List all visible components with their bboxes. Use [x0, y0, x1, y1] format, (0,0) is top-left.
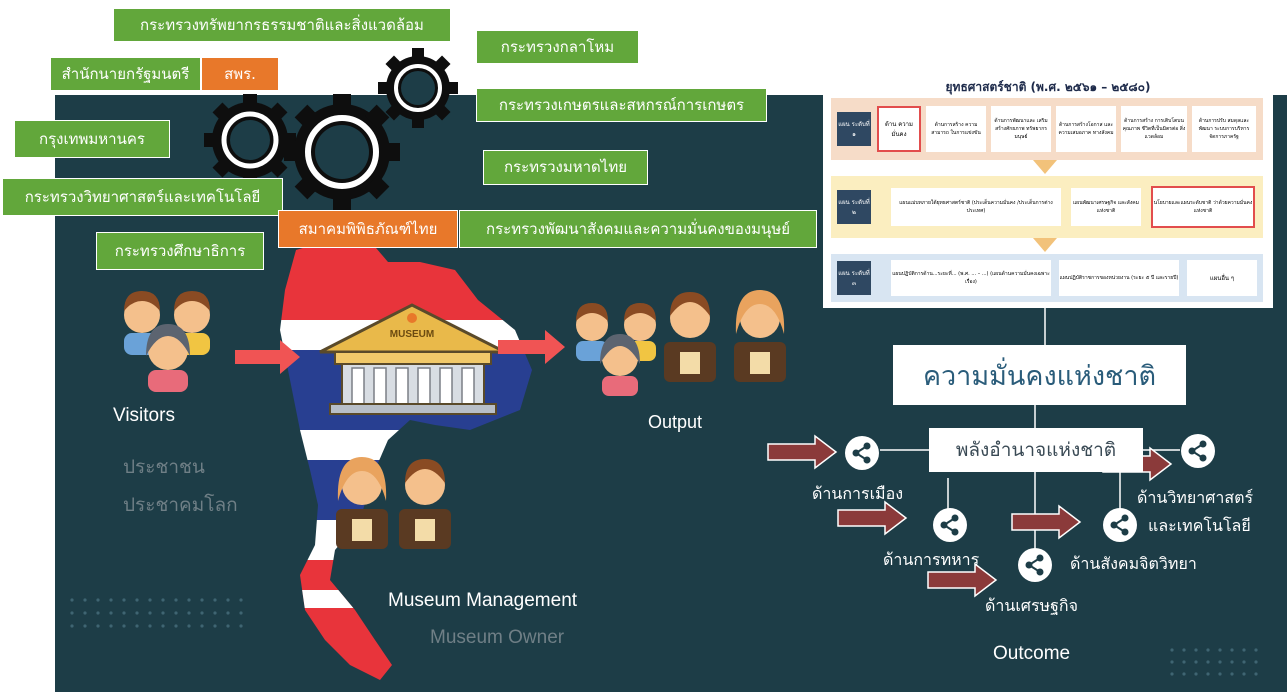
row3-label: แผน ระดับที่ ๓: [837, 261, 871, 295]
visitors-line2: ประชาคมโลก: [123, 494, 238, 516]
tag-pm-office: สำนักนายกรัฐมนตรี: [50, 57, 201, 91]
tag-ministry-agriculture: กระทรวงเกษตรและสหกรณ์การเกษตร: [476, 88, 767, 122]
people-icon: [336, 457, 451, 549]
row3-item: แผนปฏิบัติการด้าน...ระยะที่... (พ.ศ. ...…: [891, 260, 1051, 296]
national-power-box: พลังอำนาจแห่งชาติ: [929, 428, 1143, 472]
row2-item: แผนแม่บทภายใต้ยุทธศาสตร์ชาติ (ประเด็นควา…: [891, 188, 1061, 226]
row2-label: แผน ระดับที่ ๒: [837, 190, 871, 224]
row1-item: ด้านการปรับ สมดุลและพัฒนา ระบบการบริหาร …: [1192, 106, 1256, 152]
strategy-row-2: แผน ระดับที่ ๒ แผนแม่บทภายใต้ยุทธศาสตร์ช…: [831, 176, 1263, 238]
gear-icon: [378, 48, 458, 128]
people-icon: [576, 290, 786, 396]
visitors-line1: ประชาชน: [123, 456, 205, 478]
share-icon: [1103, 508, 1137, 542]
aspect-economy: ด้านเศรษฐกิจ: [985, 596, 1078, 615]
tag-ministry-defence: กระทรวงกลาโหม: [476, 30, 639, 64]
aspect-military: ด้านการทหาร: [883, 550, 980, 569]
aspect-science-line2: และเทคโนโลยี: [1148, 516, 1251, 535]
share-icon: [933, 508, 967, 542]
row3-item: แผนอื่น ๆ: [1187, 260, 1257, 296]
tag-ministry-interior: กระทรวงมหาดไทย: [483, 150, 648, 185]
share-icon: [1018, 548, 1052, 582]
thailand-map: [280, 235, 532, 680]
share-icon: [1181, 434, 1215, 468]
aspect-politics: ด้านการเมือง: [812, 484, 904, 503]
dot-pattern: [70, 598, 1258, 676]
outcome-label: Outcome: [993, 643, 1071, 664]
museum-sign: MUSEUM: [390, 329, 434, 340]
tag-ministry-science: กระทรวงวิทยาศาสตร์และเทคโนโลยี: [2, 178, 283, 216]
gear-icon: [204, 94, 296, 186]
row3-item: แผนปฏิบัติราชการของหน่วยงาน (ระยะ ๕ ปี แ…: [1059, 260, 1179, 296]
visitors-title: Visitors: [113, 405, 175, 426]
output-label: Output: [648, 412, 703, 432]
row1-item: ด้าน ความมั่นคง: [877, 106, 921, 152]
tag-nrct: สพร.: [201, 57, 279, 91]
museum-owner-label: Museum Owner: [430, 627, 565, 648]
gear-icon: [284, 94, 400, 210]
row2-item: นโยบายและแผนระดับชาติ ว่าด้วยความมั่นคงแ…: [1151, 186, 1255, 228]
strategy-row-3: แผน ระดับที่ ๓ แผนปฏิบัติการด้าน...ระยะท…: [831, 254, 1263, 302]
row1-label: แผน ระดับที่ ๑: [837, 112, 871, 146]
museum-management-label: Museum Management: [388, 590, 578, 611]
strategy-row-1: แผน ระดับที่ ๑ ด้าน ความมั่นคง ด้านการสร…: [831, 98, 1263, 160]
tag-bangkok: กรุงเทพมหานคร: [14, 120, 170, 158]
national-security-box: ความมั่นคงแห่งชาติ: [893, 345, 1186, 405]
aspect-social-psychology: ด้านสังคมจิตวิทยา: [1070, 554, 1197, 573]
national-strategy-panel: ยุทธศาสตร์ชาติ (พ.ศ. ๒๕๖๑ – ๒๕๘๐) แผน ระ…: [823, 70, 1273, 308]
share-icon: [845, 436, 879, 470]
row1-item: ด้านการพัฒนาและ เสริมสร้างศักยภาพ ทรัพยา…: [991, 106, 1051, 152]
row1-item: ด้านการสร้างโอกาส และความเสมอภาค ทางสังค…: [1056, 106, 1116, 152]
tag-ministry-education: กระทรวงศึกษาธิการ: [96, 232, 264, 270]
museum-building-icon: [319, 303, 506, 415]
row1-item: ด้านการสร้าง ความสามารถ ในการแข่งขัน: [926, 106, 986, 152]
row2-item: แผนพัฒนาเศรษฐกิจ และสังคมแห่งชาติ: [1071, 188, 1141, 226]
down-arrow: [1033, 160, 1057, 174]
arrow-right-icon: [235, 330, 565, 374]
down-arrow: [1033, 238, 1057, 252]
aspect-science-line1: ด้านวิทยาศาสตร์: [1137, 488, 1254, 507]
tag-museum-association: สมาคมพิพิธภัณฑ์ไทย: [278, 210, 458, 248]
tag-ministry-social: กระทรวงพัฒนาสังคมและความมั่นคงของมนุษย์: [459, 210, 817, 248]
strategy-title: ยุทธศาสตร์ชาติ (พ.ศ. ๒๕๖๑ – ๒๕๘๐): [945, 80, 1151, 94]
row1-item: ด้านการสร้าง การเติบโตบนคุณภาพ ชีวิตที่เ…: [1121, 106, 1187, 152]
tag-ministry-resources: กระทรวงทรัพยากรธรรมชาติและสิ่งแวดล้อม: [113, 8, 451, 42]
people-icon: [124, 291, 210, 392]
